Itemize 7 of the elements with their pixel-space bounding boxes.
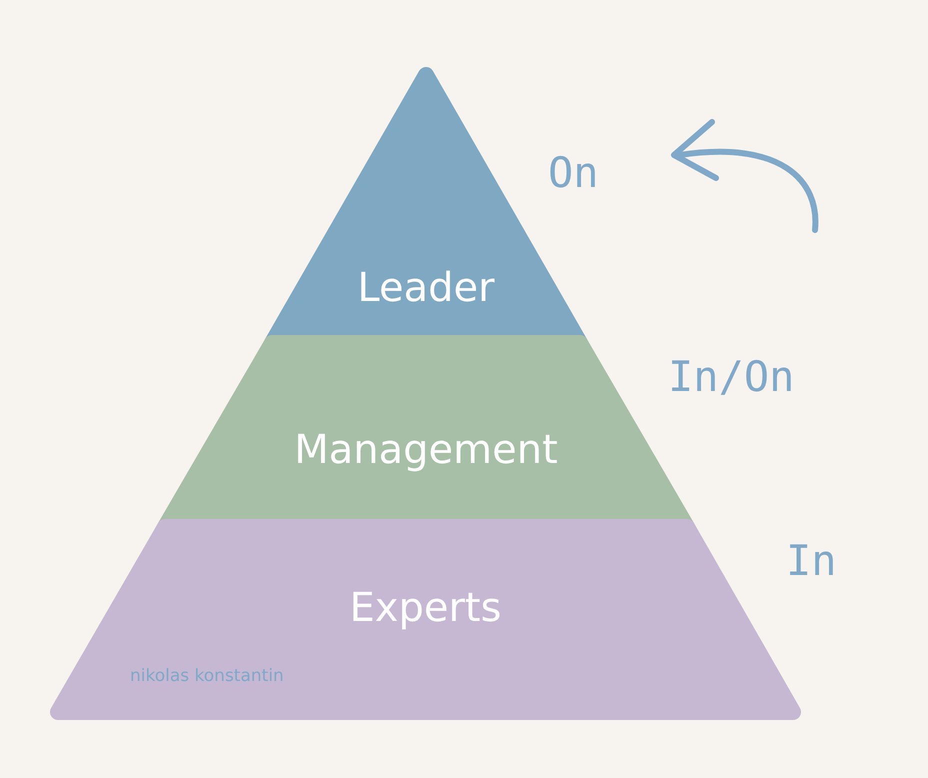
tier-label: Management bbox=[293, 426, 559, 474]
tier-label: Leader bbox=[356, 264, 496, 312]
author-signature: nikolas konstantin bbox=[130, 666, 284, 686]
side-label: In bbox=[786, 536, 837, 585]
side-label: On bbox=[548, 148, 599, 197]
side-label: In/On bbox=[668, 352, 794, 401]
tier-label: Experts bbox=[348, 584, 502, 632]
